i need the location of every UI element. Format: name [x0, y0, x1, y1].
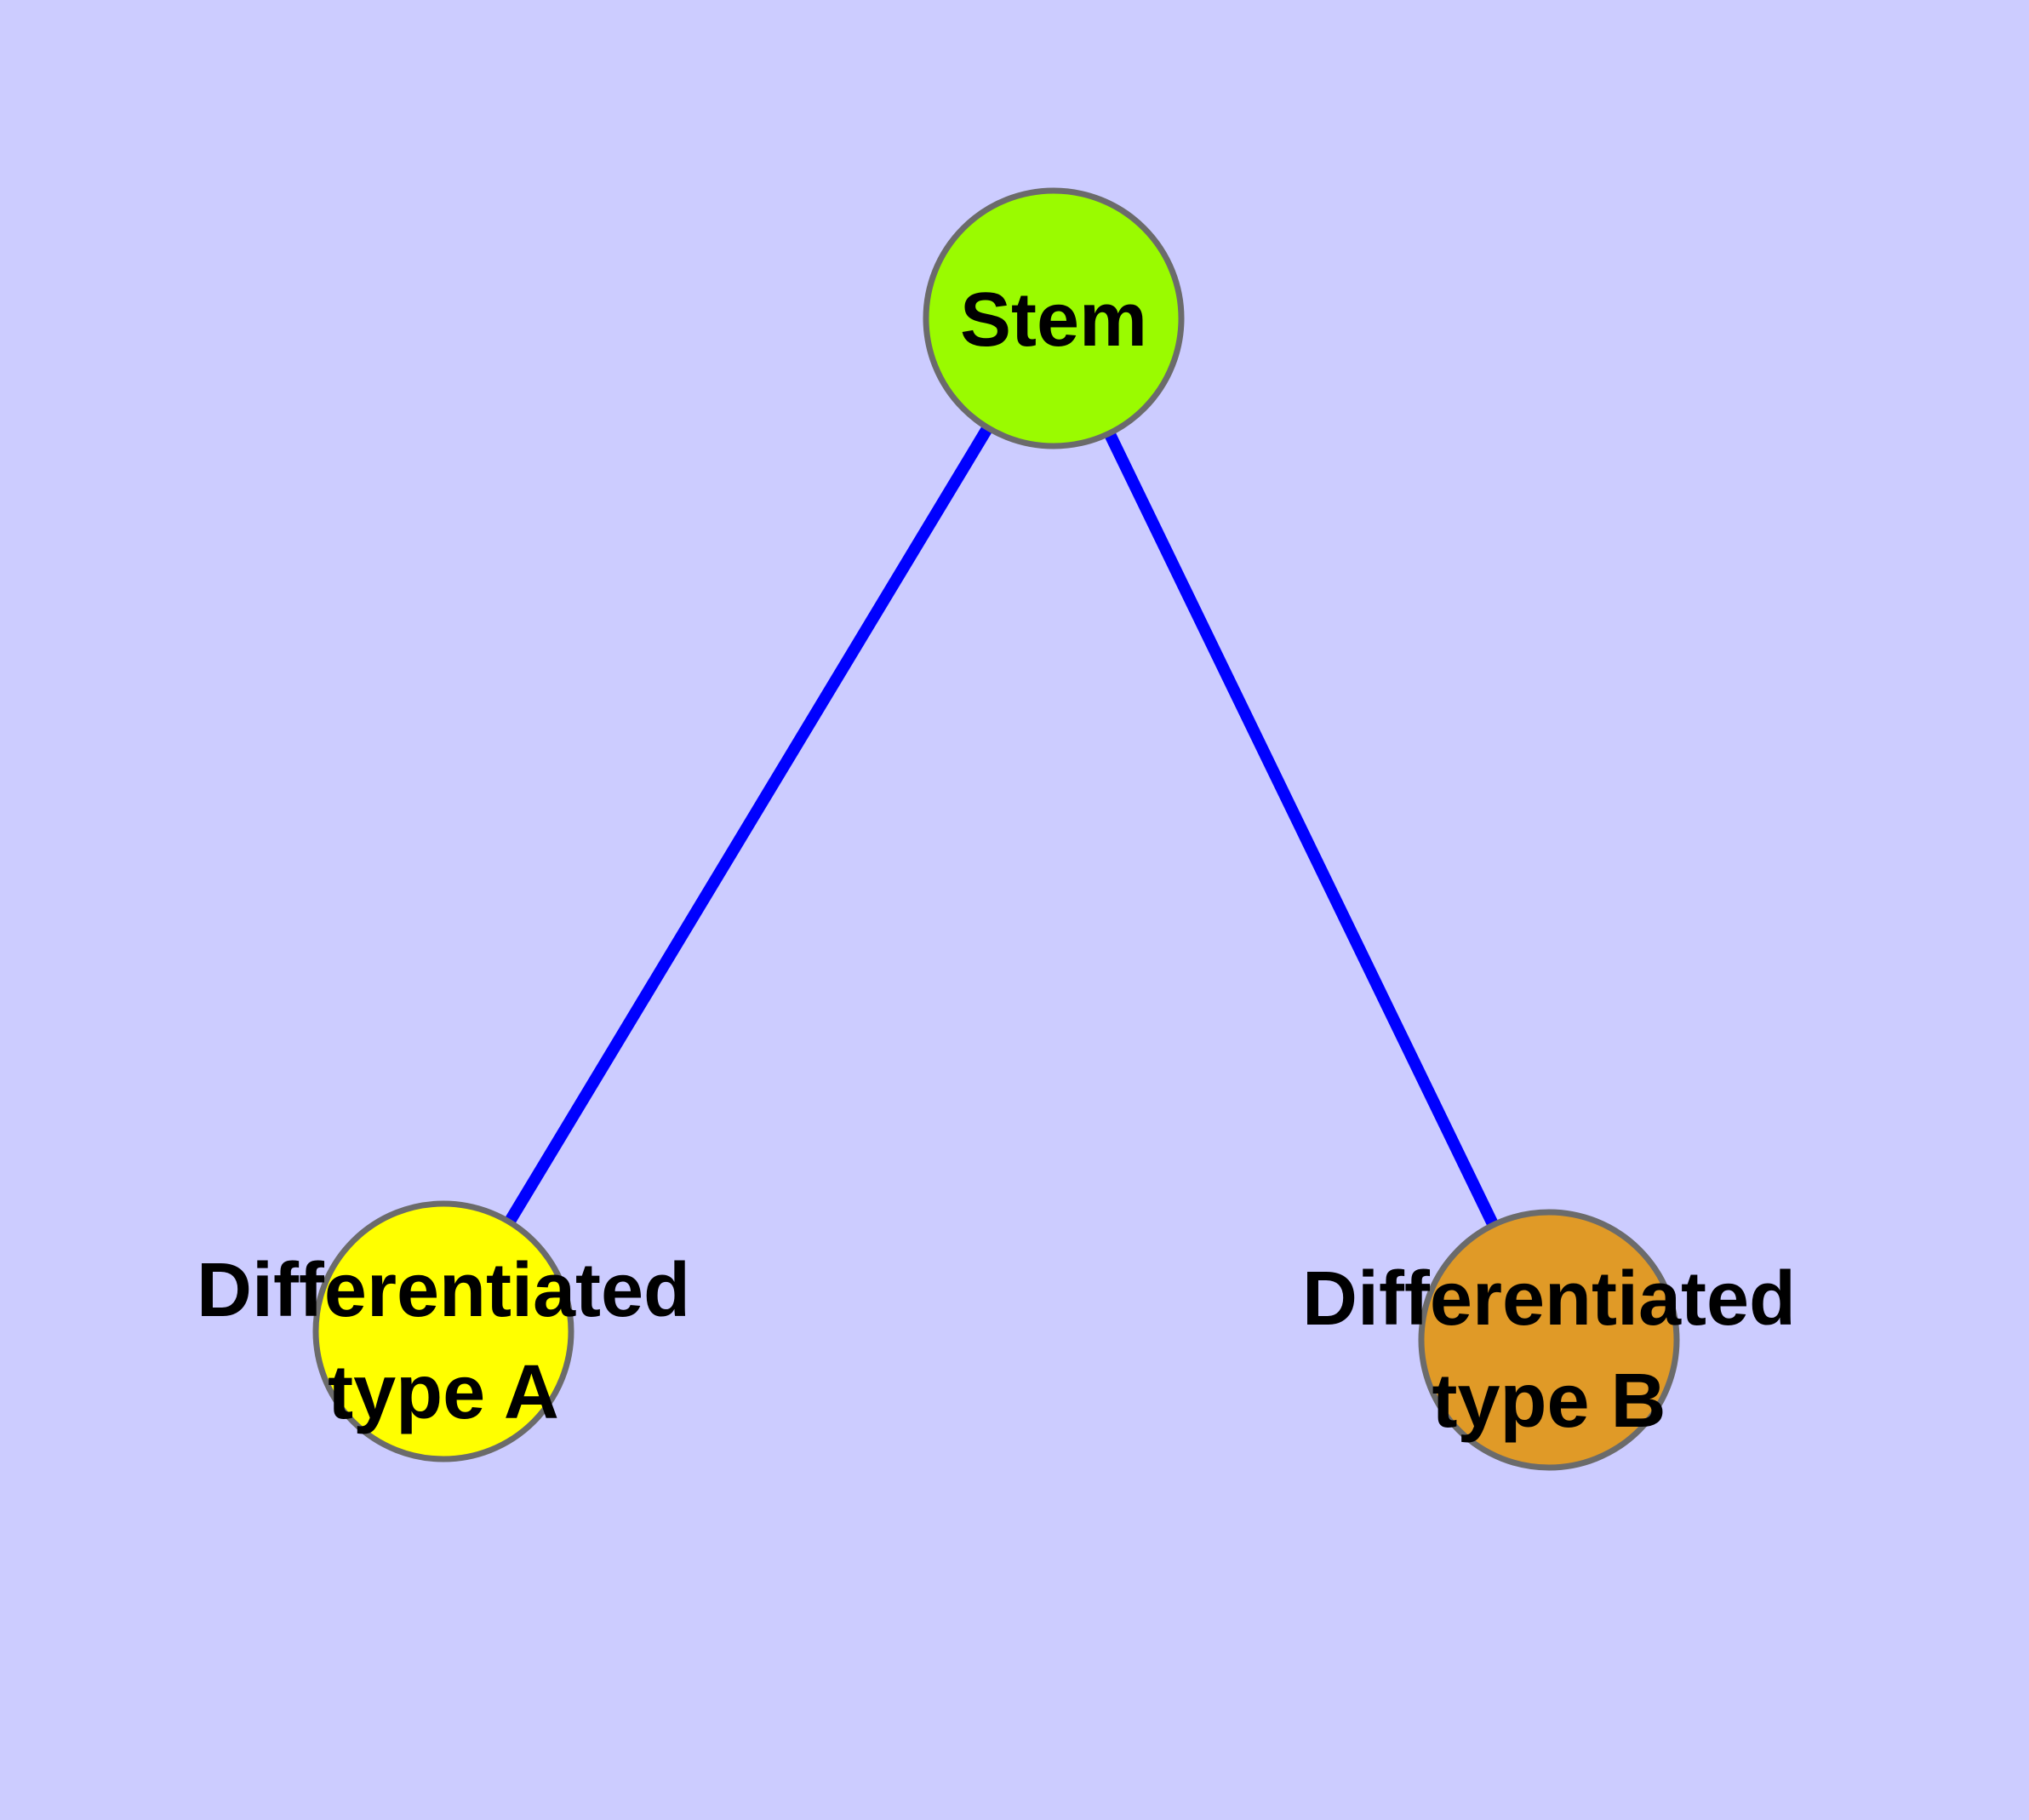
node-stem: Stem — [923, 187, 1185, 449]
node-type-a-circle — [312, 1200, 574, 1462]
edge-stem-to-type-a — [438, 315, 1059, 1335]
edge-stem-to-type-b — [1048, 315, 1555, 1343]
node-type-a-label-line1: Differentiated — [197, 1248, 690, 1333]
node-type-b-label-line2: type B — [1432, 1359, 1666, 1444]
node-differentiated-type-b: Differentiated type B — [1302, 1209, 1796, 1471]
node-type-b-circle — [1418, 1209, 1680, 1471]
node-stem-label: Stem — [960, 278, 1147, 363]
node-stem-circle — [923, 187, 1185, 449]
node-type-b-label-line1: Differentiated — [1302, 1256, 1796, 1342]
node-differentiated-type-a: Differentiated type A — [197, 1200, 690, 1462]
node-type-a-label-line2: type A — [328, 1350, 559, 1435]
